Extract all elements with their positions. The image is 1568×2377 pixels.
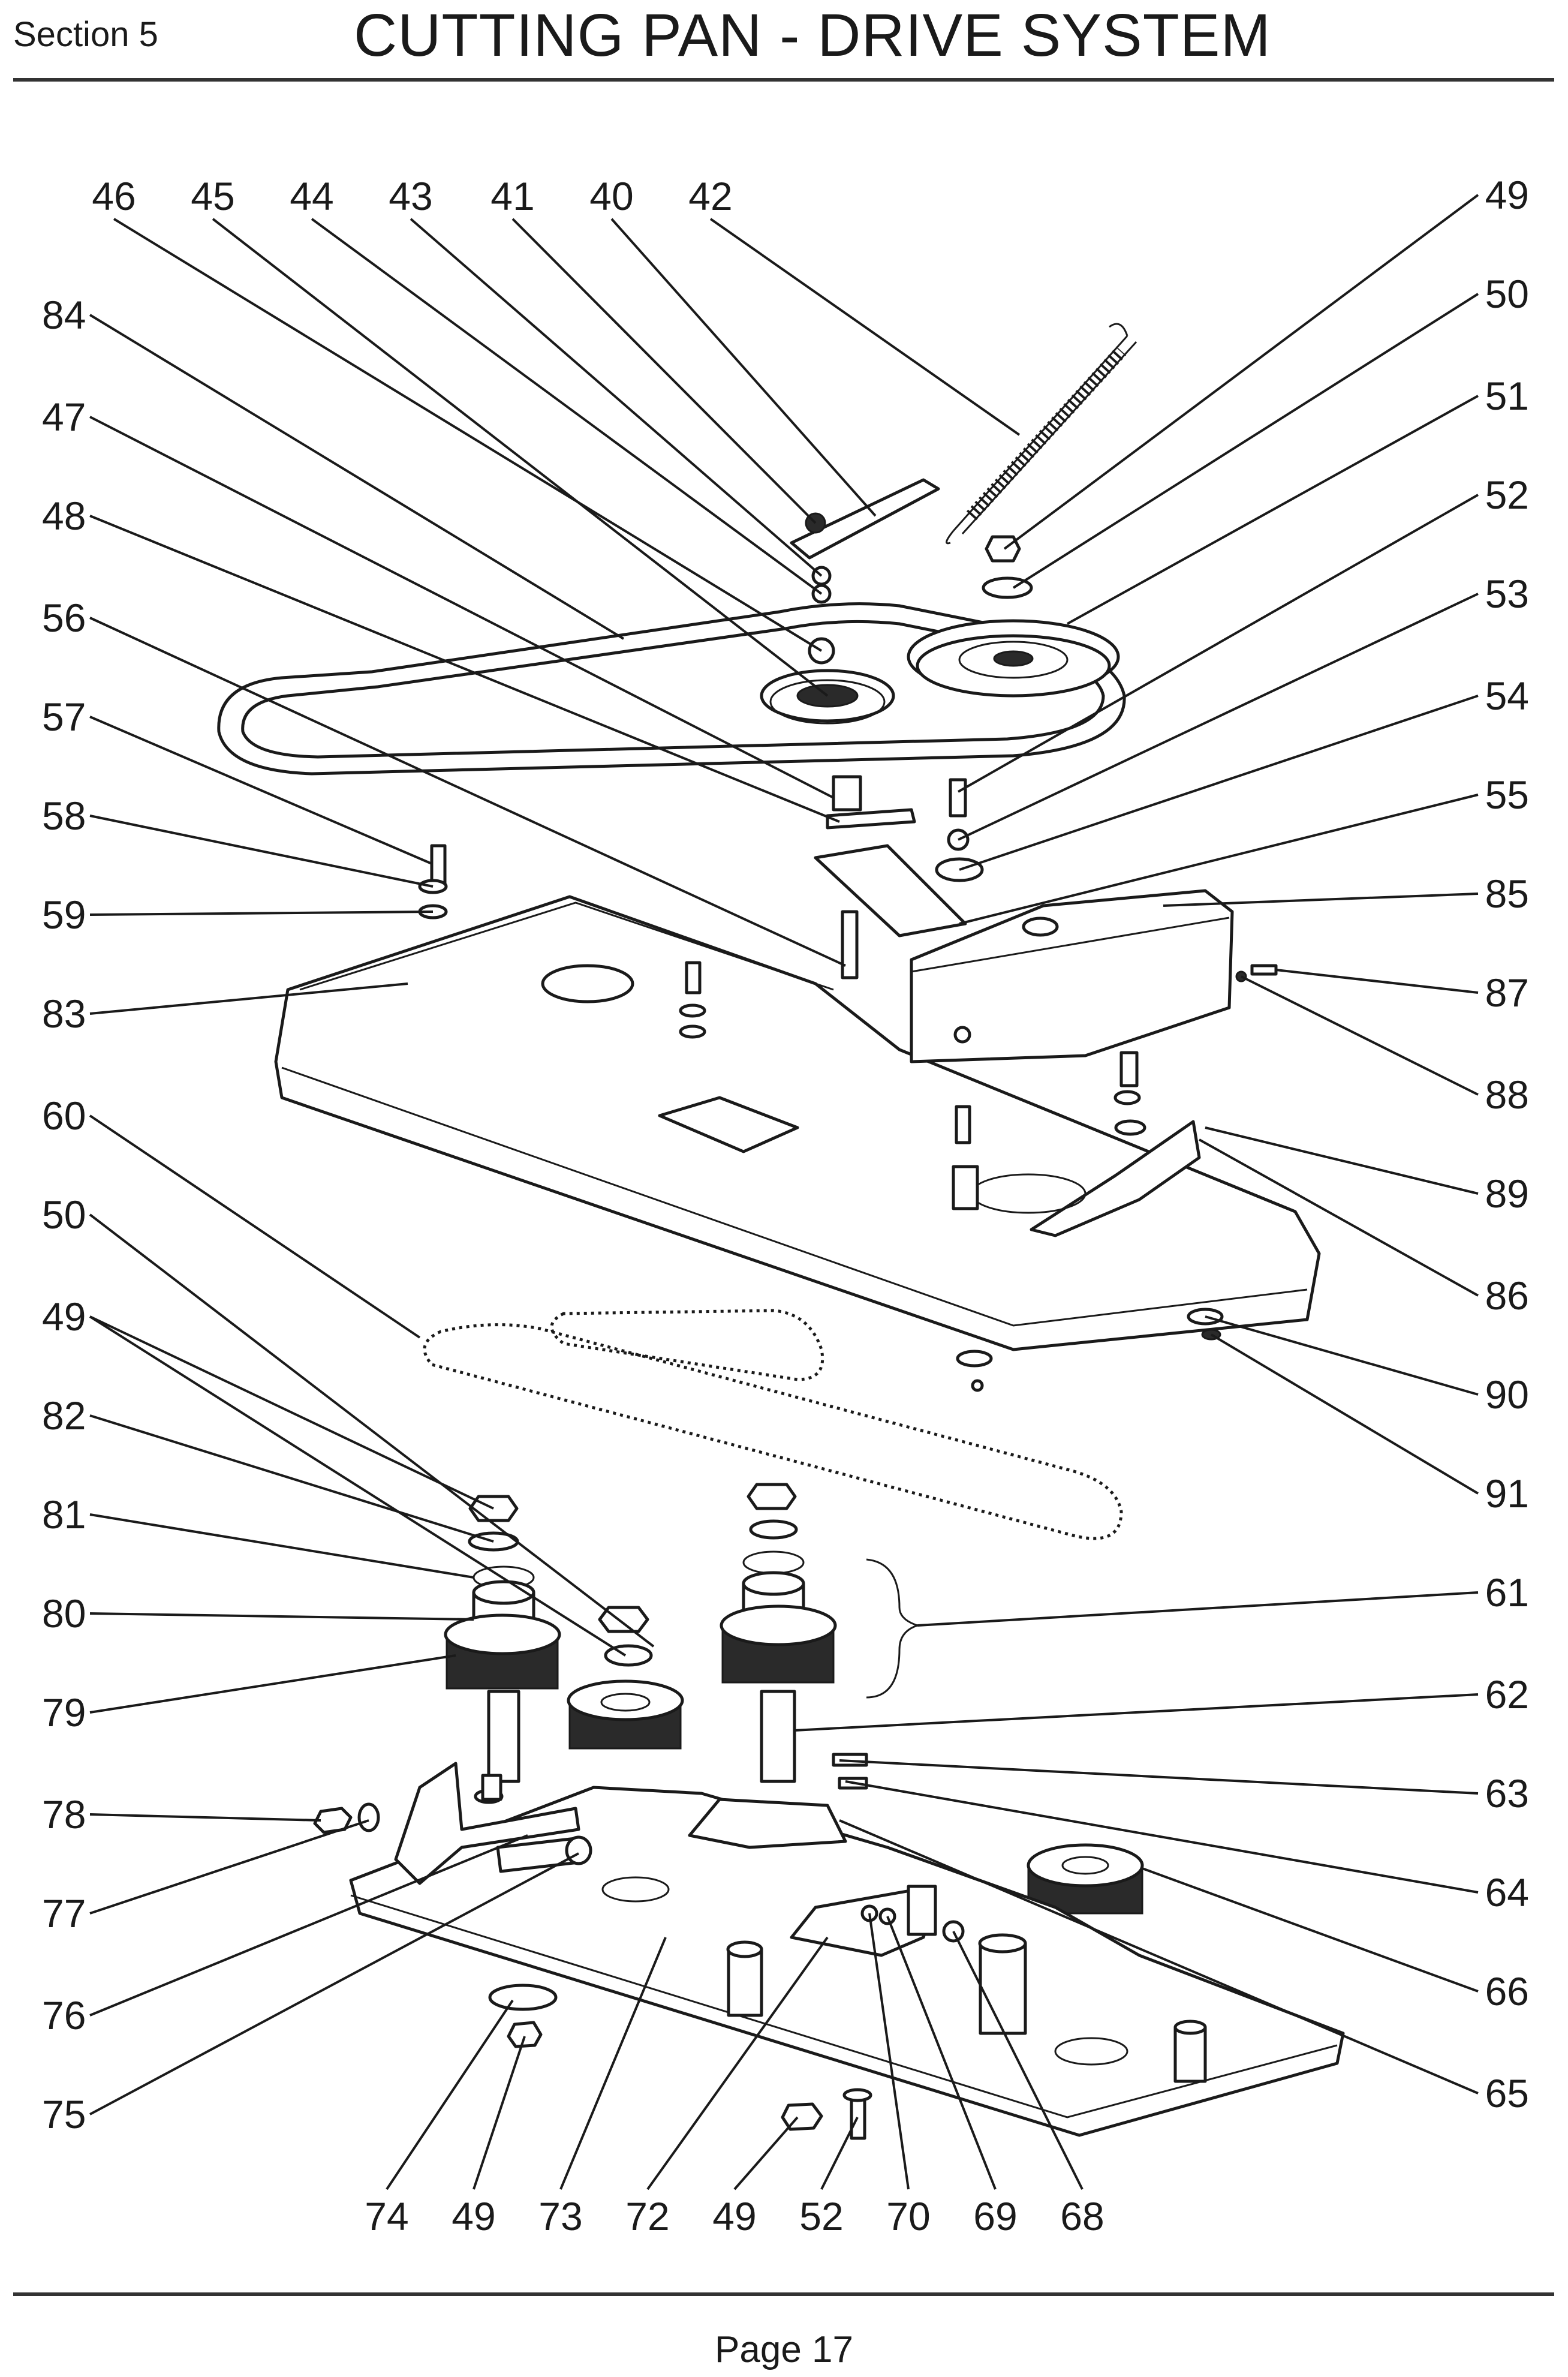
callout-80: 80 [42, 1591, 86, 1636]
callout-90: 90 [1485, 1372, 1529, 1417]
callout-68: 68 [1060, 2194, 1104, 2238]
upper-cover-housing [274, 895, 1321, 1351]
callout-77: 77 [42, 1891, 86, 1936]
callout-40: 40 [589, 174, 633, 218]
callout-49-bottom-a: 49 [452, 2194, 495, 2238]
callout-66: 66 [1485, 1969, 1529, 2014]
callout-54: 54 [1485, 674, 1529, 718]
idler-pulley [760, 669, 895, 725]
callout-41: 41 [490, 174, 534, 218]
callout-51: 51 [1485, 374, 1529, 418]
callouts-left-column: 84 47 48 56 57 58 59 83 60 50 49 82 81 8… [42, 293, 86, 2136]
callout-45: 45 [191, 174, 234, 218]
large-v-pulley [907, 619, 1120, 698]
callout-50-right: 50 [1485, 272, 1529, 316]
callout-49-left: 49 [42, 1294, 86, 1339]
section-label: Section 5 [13, 15, 158, 54]
small-timing-pulley [567, 1606, 684, 1750]
callout-88: 88 [1485, 1072, 1529, 1117]
callout-43: 43 [389, 174, 432, 218]
toothed-timing-belt [423, 1309, 1123, 1540]
callout-52-right: 52 [1485, 473, 1529, 517]
callout-44: 44 [290, 174, 333, 218]
callout-65: 65 [1485, 2071, 1529, 2115]
lower-base-plate [349, 1786, 1345, 2137]
callout-50-left: 50 [42, 1192, 86, 1237]
callout-86: 86 [1485, 1273, 1529, 1318]
callout-60: 60 [42, 1093, 86, 1138]
callouts-top-row: 46 45 44 43 41 40 42 [92, 174, 732, 218]
idler-bracket-plate [814, 844, 967, 937]
callouts-bottom-row: 74 49 73 72 49 52 70 69 68 [365, 2194, 1104, 2238]
page-number: Page 17 [715, 2329, 853, 2370]
leader-lines [89, 194, 1479, 2190]
callout-78: 78 [42, 1792, 86, 1837]
callout-64: 64 [1485, 1870, 1529, 1915]
callouts-right-column: 49 50 51 52 53 54 55 85 87 88 89 86 90 9… [1485, 173, 1529, 2115]
callout-73: 73 [538, 2194, 582, 2238]
center-timing-pulley-stack [720, 1483, 837, 1783]
callout-85: 85 [1485, 872, 1529, 916]
callout-59: 59 [42, 892, 86, 937]
callout-62: 62 [1485, 1672, 1529, 1717]
extension-spring [946, 323, 1137, 545]
idler-arm [790, 478, 940, 560]
bracket-brace-61 [866, 1558, 920, 1699]
callout-47: 47 [42, 395, 86, 439]
callout-74: 74 [365, 2194, 408, 2238]
callout-58: 58 [42, 794, 86, 838]
callout-48: 48 [42, 494, 86, 538]
callout-76: 76 [42, 1993, 86, 2038]
callout-87: 87 [1485, 970, 1529, 1015]
callout-81: 81 [42, 1492, 86, 1537]
page-title: CUTTING PAN - DRIVE SYSTEM [354, 2, 1271, 69]
callout-49-right: 49 [1485, 173, 1529, 217]
callout-46: 46 [92, 174, 136, 218]
drive-guard-cover [910, 889, 1234, 1063]
hardware-right [679, 961, 1278, 1392]
callout-55: 55 [1485, 773, 1529, 817]
belt-guard-bracket [952, 1120, 1201, 1237]
footer-rule [13, 2292, 1554, 2296]
callout-69: 69 [973, 2194, 1017, 2238]
callout-79: 79 [42, 1690, 86, 1735]
left-timing-pulley-stack [444, 1495, 561, 1783]
callout-89: 89 [1485, 1171, 1529, 1216]
callout-83: 83 [42, 991, 86, 1036]
callout-91: 91 [1485, 1471, 1529, 1516]
callout-56: 56 [42, 596, 86, 640]
callout-61: 61 [1485, 1570, 1529, 1615]
motor-mount-bracket [394, 1762, 580, 1885]
callout-52-bottom: 52 [799, 2194, 843, 2238]
callout-84: 84 [42, 293, 86, 337]
header-rule [13, 78, 1554, 82]
callout-63: 63 [1485, 1771, 1529, 1816]
callout-82: 82 [42, 1393, 86, 1438]
callout-57: 57 [42, 695, 86, 739]
callout-42: 42 [688, 174, 732, 218]
callout-75: 75 [42, 2092, 86, 2136]
callout-72: 72 [625, 2194, 669, 2238]
callout-53: 53 [1485, 572, 1529, 616]
callout-49-bottom-b: 49 [712, 2194, 756, 2238]
callout-70: 70 [886, 2194, 930, 2238]
